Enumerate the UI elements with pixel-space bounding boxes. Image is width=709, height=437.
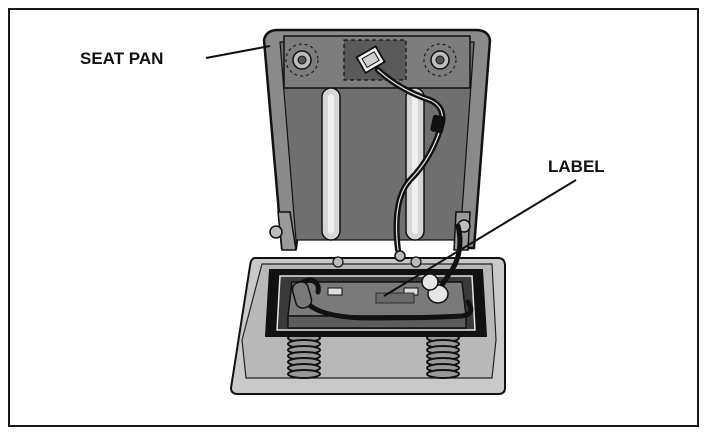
seat-pan xyxy=(262,28,492,251)
callout-label: LABEL xyxy=(383,157,605,297)
battery-label-area xyxy=(375,292,415,304)
callout-label-label: LABEL xyxy=(548,157,605,176)
battery xyxy=(287,281,467,329)
battery-terminal-left xyxy=(327,287,343,296)
mount-nut xyxy=(332,256,344,268)
hinge-left xyxy=(269,211,297,251)
seat-bolt-left xyxy=(285,43,319,77)
callout-seat-pan: SEAT PAN xyxy=(80,45,271,68)
terminal-boot-negative xyxy=(291,281,313,309)
seat-bolt-right xyxy=(423,43,457,77)
spring-left xyxy=(287,333,321,379)
mount-nut xyxy=(410,256,422,268)
callout-label-seat-pan: SEAT PAN xyxy=(80,49,163,68)
terminal-boot-positive xyxy=(421,273,449,304)
spring-right xyxy=(426,333,460,379)
seat-switch-connector xyxy=(355,45,386,75)
